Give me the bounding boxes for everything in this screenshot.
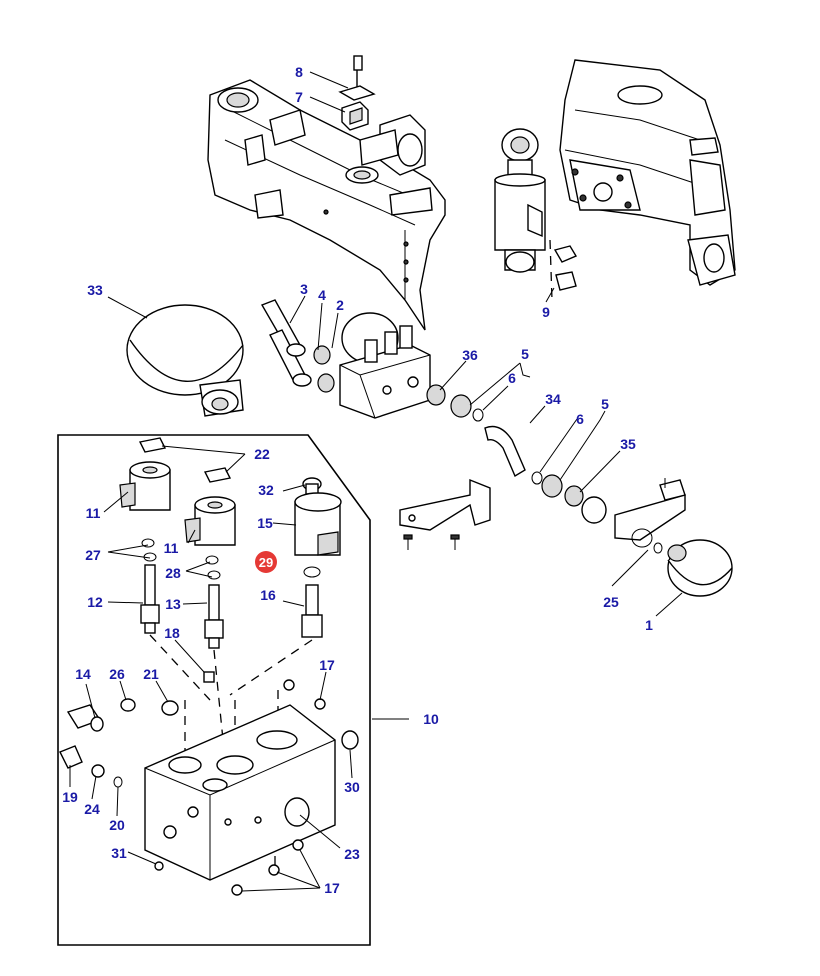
nut-part-32: [302, 477, 322, 495]
manifold-block-part-10: [144, 704, 336, 881]
subassembly-frame: [57, 434, 371, 946]
callout-10: 10: [423, 711, 439, 727]
callout-28: 28: [165, 565, 181, 581]
callout-25: 25: [603, 594, 619, 610]
connector-part-22: [138, 437, 232, 483]
callout-17-lower: 17: [324, 880, 340, 896]
hoses-part-3: [260, 299, 312, 387]
callout-5-lower: 5: [601, 396, 609, 412]
clamp-part-7: [341, 101, 369, 131]
fitting-part-5-lower: [541, 474, 563, 498]
callout-29: 29: [259, 555, 273, 570]
callout-3: 3: [300, 281, 308, 297]
callout-6-lower: 6: [576, 411, 584, 427]
axle-housing-right: [559, 59, 736, 286]
callout-15: 15: [257, 515, 273, 531]
callout-13: 13: [165, 596, 181, 612]
callout-7: 7: [295, 89, 303, 105]
callout-34: 34: [545, 391, 561, 407]
oring-part-28: [205, 555, 221, 580]
callout-30: 30: [344, 779, 360, 795]
callout-22: 22: [254, 446, 270, 462]
solenoid-coil-part-11-right: [184, 496, 236, 546]
callout-17-upper: 17: [319, 657, 335, 673]
fitting-part-14: [66, 704, 104, 732]
plug-part-17-upper: [283, 679, 326, 710]
callout-36: 36: [462, 347, 478, 363]
highlight-marker: [255, 551, 277, 573]
callout-29-highlighted: 29: [255, 551, 277, 573]
accumulator-part-1: [667, 539, 733, 597]
axle-frame: [207, 79, 446, 331]
callout-2: 2: [336, 297, 344, 313]
callout-6-upper: 6: [508, 370, 516, 386]
coil-part-15: [294, 492, 342, 556]
callout-26: 26: [109, 666, 125, 682]
fitting-part-35: [564, 485, 607, 524]
callout-31: 31: [111, 845, 127, 861]
callout-1: 1: [645, 617, 653, 633]
plug-part-31: [154, 861, 164, 871]
alignment-line: [213, 649, 226, 761]
callout-4: 4: [318, 287, 326, 303]
steering-cylinder: [494, 128, 546, 273]
callout-32: 32: [258, 482, 274, 498]
plug-part-18: [203, 671, 215, 683]
bolt-part-8: [338, 55, 376, 101]
callout-14: 14: [75, 666, 91, 682]
callout-11-left: 11: [86, 505, 101, 521]
callout-9: 9: [542, 304, 550, 320]
callout-24: 24: [84, 801, 100, 817]
callout-20: 20: [109, 817, 125, 833]
pipe-part-34: [484, 425, 526, 478]
leader-lines: [69, 71, 683, 892]
callout-35: 35: [620, 436, 636, 452]
oring-part-6-upper: [472, 408, 484, 422]
bracket-part-25: [614, 478, 686, 554]
valve-block-part-2: [339, 312, 431, 419]
callout-33: 33: [87, 282, 103, 298]
plug-part-19: [59, 745, 83, 769]
fitting-part-9: [549, 239, 578, 301]
plug-part-26: [120, 698, 136, 712]
callout-16: 16: [260, 587, 276, 603]
washer-part-24: [91, 764, 105, 778]
fitting-part-5-upper: [450, 394, 472, 418]
solenoid-coil-part-11-left: [119, 461, 171, 511]
oring-part-20: [113, 776, 123, 788]
callout-11-right: 11: [164, 540, 179, 556]
callout-21: 21: [143, 666, 159, 682]
callout-labels: 8 7 9 33 3 4 2 36 5 6 34 5 6 35 25 1 10 …: [62, 64, 653, 896]
callout-12: 12: [87, 594, 103, 610]
callout-27: 27: [85, 547, 101, 563]
plug-part-17-lower: [231, 839, 304, 896]
mounting-bracket: [399, 478, 491, 550]
oring-part-29: [303, 566, 321, 578]
plug-part-30: [341, 730, 359, 750]
callout-23: 23: [344, 846, 360, 862]
callout-18: 18: [164, 625, 180, 641]
callout-5-upper: 5: [521, 346, 529, 362]
alignment-line: [149, 634, 211, 701]
oring-part-6-lower: [531, 471, 543, 485]
cartridge-part-13: [204, 584, 224, 649]
fittings-part-4: [313, 345, 335, 393]
callout-19: 19: [62, 789, 78, 805]
cartridge-part-16: [301, 584, 323, 638]
accumulator-part-33: [126, 304, 244, 417]
plug-part-21: [161, 700, 179, 716]
cartridge-part-12: [140, 564, 160, 634]
alignment-line: [229, 639, 313, 696]
callout-8: 8: [295, 64, 303, 80]
